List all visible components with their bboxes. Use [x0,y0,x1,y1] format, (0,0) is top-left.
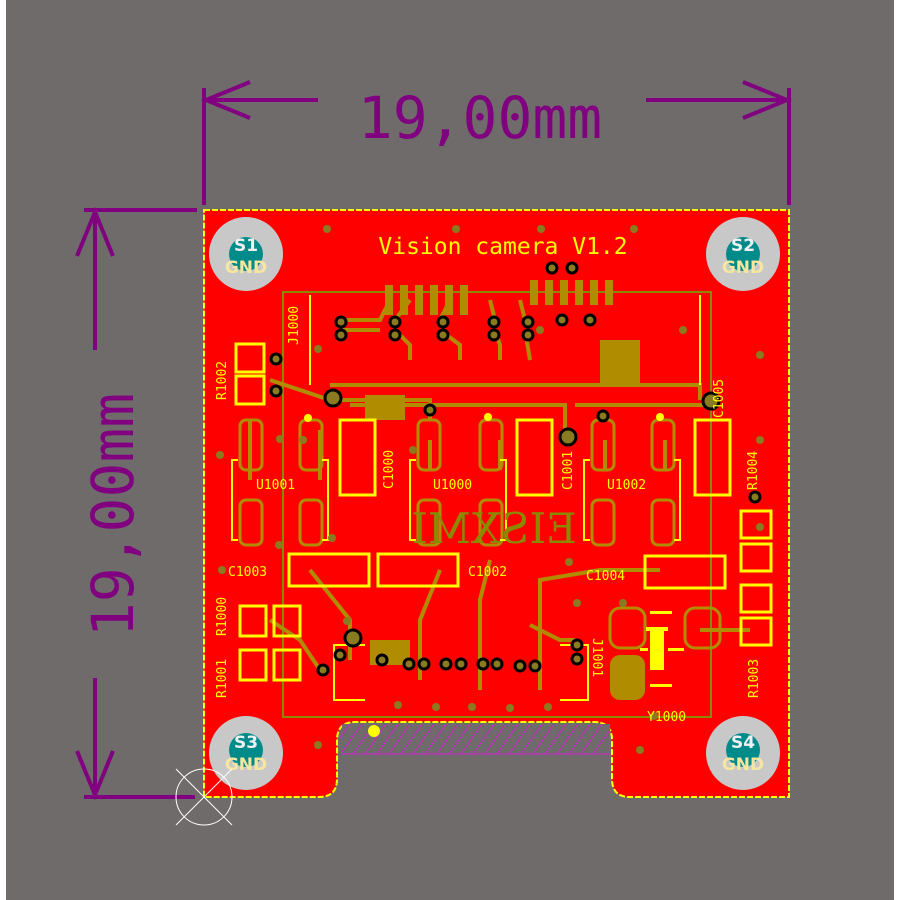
camera-module-outline [282,291,712,718]
designator-r1004[interactable]: R1004 [746,451,761,490]
designator-c1004[interactable]: C1004 [586,569,625,584]
dimension-horizontal[interactable] [200,80,793,205]
designator-c1000[interactable]: C1000 [382,450,397,489]
pin1-dots [304,413,664,422]
hole-id: S2 [731,236,755,256]
hole-net: GND [722,755,764,775]
designator-c1001[interactable]: C1001 [561,451,576,490]
hole-id: S4 [731,733,755,753]
canvas-right-edge [894,0,900,900]
designator-u1002[interactable]: U1002 [607,478,646,493]
keepout-hatch [339,723,611,755]
mounting-hole-s4[interactable]: S4 GND [706,716,780,790]
mounting-hole-s3[interactable]: S3 GND [209,716,283,790]
designator-u1001[interactable]: U1001 [256,478,295,493]
vias[interactable] [216,225,764,754]
crystal-symbol [640,611,684,687]
mounting-hole-s1[interactable]: S1 GND [209,217,283,291]
silkscreen-lines [231,295,701,701]
pin1-marker [368,725,380,737]
designator-u1000[interactable]: U1000 [433,478,472,493]
hole-id: S3 [234,733,258,753]
dimension-height-label: 19,00mm [79,393,147,637]
hole-net: GND [722,258,764,278]
designator-j1000[interactable]: J1000 [287,306,302,345]
designator-c1003[interactable]: C1003 [228,565,267,580]
board-title: Vision camera V1.2 [378,234,627,260]
dimension-width-label: 19,00mm [358,84,602,152]
canvas-left-edge [0,0,6,900]
designator-r1001[interactable]: R1001 [215,659,230,698]
bottom-silk-text: EISXMI [411,504,577,553]
designator-r1000[interactable]: R1000 [215,597,230,636]
hole-net: GND [225,755,267,775]
mounting-hole-s2[interactable]: S2 GND [706,217,780,291]
hole-net: GND [225,258,267,278]
designator-c1002[interactable]: C1002 [468,565,507,580]
copper-pads [238,280,722,700]
hole-id: S1 [234,236,258,256]
silkscreen-outlines [234,342,773,682]
designator-c1005[interactable]: C1005 [712,379,727,418]
designator-r1002[interactable]: R1002 [215,361,230,400]
origin-crosshair-icon [175,768,233,826]
designator-y1000[interactable]: Y1000 [647,710,686,725]
designator-r1003[interactable]: R1003 [747,659,762,698]
designator-j1001[interactable]: J1001 [589,638,604,677]
